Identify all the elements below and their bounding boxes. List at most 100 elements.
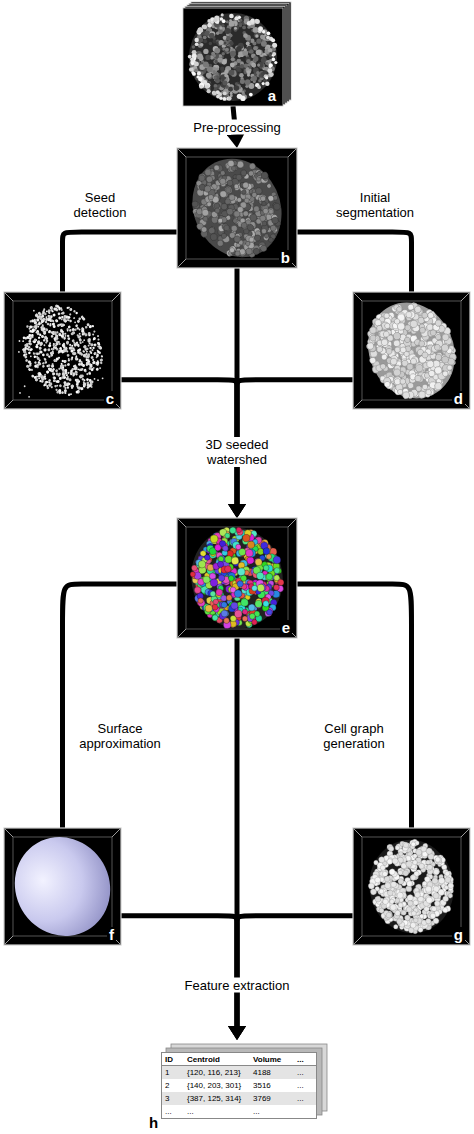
illustration-part <box>70 309 72 311</box>
illustration-part <box>45 341 48 344</box>
illustration-part <box>43 339 46 342</box>
illustration-part <box>198 77 202 81</box>
illustration-part <box>75 355 77 357</box>
illustration-part <box>99 367 101 369</box>
illustration-part <box>96 360 99 363</box>
illustration-part <box>112 292 121 301</box>
illustration-part <box>88 366 92 370</box>
illustration-part <box>91 386 93 388</box>
illustration-part <box>46 337 49 340</box>
illustration-part <box>92 346 95 349</box>
illustration-part <box>188 55 192 59</box>
illustration-part <box>353 288 471 413</box>
illustration-part <box>232 218 238 224</box>
illustration-part <box>26 364 30 368</box>
illustration-part <box>223 224 231 232</box>
illustration-part <box>205 175 214 184</box>
image-panel: b <box>177 148 297 268</box>
illustration-part <box>384 322 391 329</box>
illustration-part <box>45 321 48 324</box>
illustration-part <box>28 348 31 351</box>
illustration-part <box>58 308 61 311</box>
illustration-part <box>249 213 259 223</box>
illustration-part <box>252 76 258 82</box>
illustration-part <box>29 320 32 323</box>
illustration-part <box>248 236 255 243</box>
illustration-part <box>81 332 84 335</box>
illustration-part <box>83 339 85 341</box>
illustration-part <box>92 333 95 336</box>
illustration-part <box>85 358 88 361</box>
illustration-part <box>27 360 31 364</box>
illustration-part <box>64 383 68 387</box>
illustration-part <box>93 337 97 341</box>
illustration-part <box>440 355 449 364</box>
illustration-part <box>376 346 384 354</box>
illustration-part <box>425 389 432 396</box>
illustration-part <box>48 310 50 312</box>
illustration-part <box>26 325 29 328</box>
illustration-part <box>236 206 244 214</box>
illustration-part <box>259 214 267 222</box>
illustration-part <box>75 324 78 327</box>
illustration-part <box>67 359 70 362</box>
illustration-part <box>224 225 231 232</box>
illustration-part <box>253 27 259 33</box>
illustration-part <box>58 349 62 353</box>
illustration-part <box>262 30 265 33</box>
illustration-part <box>63 360 67 364</box>
illustration-part <box>262 82 265 85</box>
illustration-part <box>404 336 411 343</box>
illustration-part <box>34 325 37 328</box>
illustration-part <box>269 63 273 67</box>
illustration-part <box>59 347 63 351</box>
illustration-part <box>50 386 53 389</box>
illustration-part <box>239 73 244 78</box>
illustration-part <box>71 385 74 388</box>
illustration-part <box>192 45 196 49</box>
illustration-part <box>59 334 62 337</box>
illustration-part <box>233 183 239 189</box>
illustration-part <box>239 24 242 27</box>
illustration-part <box>22 336 25 339</box>
illustration-part <box>217 57 222 62</box>
illustration-part <box>64 364 67 367</box>
illustration-part <box>213 60 217 64</box>
illustration-part <box>177 148 186 157</box>
illustration-part <box>241 91 244 94</box>
illustration-part <box>19 392 21 394</box>
illustration-part <box>86 383 90 387</box>
illustration-part <box>226 179 234 187</box>
illustration-part <box>216 32 219 35</box>
illustration-part <box>37 311 41 315</box>
illustration-part <box>56 384 58 386</box>
illustration-part <box>259 244 267 252</box>
illustration-part <box>67 316 71 320</box>
illustration-part <box>207 19 211 23</box>
illustration-part <box>255 34 258 37</box>
illustration-part <box>33 352 35 354</box>
illustration-part <box>49 382 53 386</box>
illustration-part <box>230 92 233 95</box>
illustration-part <box>71 357 74 360</box>
illustration-part <box>87 344 89 346</box>
illustration-part <box>73 364 76 367</box>
illustration-part <box>89 379 92 382</box>
illustration-part <box>34 313 38 317</box>
illustration-part <box>73 317 75 319</box>
illustration-part <box>23 348 25 350</box>
illustration-part <box>209 232 218 241</box>
illustration-part <box>48 379 51 382</box>
illustration-part <box>81 374 85 378</box>
illustration-part <box>83 379 86 382</box>
illustration-part <box>98 346 102 350</box>
illustration-part <box>33 318 36 321</box>
illustration-part <box>246 59 250 63</box>
illustration-part <box>59 384 61 386</box>
illustration-part <box>230 51 236 57</box>
illustration-part <box>93 352 96 355</box>
illustration-part <box>68 358 70 360</box>
illustration-part <box>62 343 65 346</box>
illustration-part <box>100 355 103 358</box>
illustration-part <box>225 28 231 34</box>
